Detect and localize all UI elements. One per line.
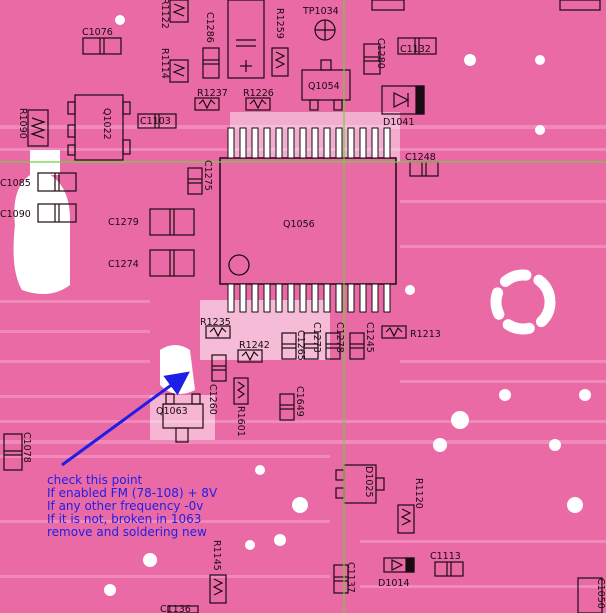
ic-pin [275, 283, 283, 313]
ic-pin [263, 127, 271, 159]
annotation-line-1: check this point [47, 473, 143, 487]
label-c1076: C1076 [82, 27, 113, 38]
label-c1085: C1085 [0, 178, 31, 189]
label-c1275: C1275 [202, 160, 213, 191]
label-r1145: R1145 [211, 540, 222, 571]
label-r1601: R1601 [235, 406, 246, 437]
ic-q1056 [219, 127, 397, 313]
label-c1280: C1280 [375, 38, 386, 69]
ic-pin [227, 283, 235, 313]
label-c1248: C1248 [405, 152, 436, 163]
label-d1025: D1025 [363, 466, 374, 498]
label-r1120: R1120 [413, 478, 424, 509]
annotation-note: check this point If enabled FM (78-108) … [47, 473, 218, 539]
ic-pin [359, 127, 367, 159]
ic-pin [359, 283, 367, 313]
label-c1113: C1113 [430, 551, 461, 562]
label-r1235: R1235 [200, 317, 231, 328]
annotation-line-5: remove and soldering new [47, 525, 207, 539]
label-d1041: D1041 [383, 117, 415, 128]
label-c1274: C1274 [108, 259, 139, 270]
ic-pin [251, 127, 259, 159]
label-c1245: C1245 [364, 322, 375, 353]
label-r1242: R1242 [239, 340, 270, 351]
label-c1273: C1273 [311, 322, 322, 353]
label-r1090: R1090 [17, 108, 28, 139]
ic-pin [323, 127, 331, 159]
label-r1122: R1122 [159, 0, 170, 29]
label-c1649: C1649 [294, 386, 305, 417]
ic-pin [227, 127, 235, 159]
ic-pin [383, 283, 391, 313]
ic-pin [251, 283, 259, 313]
annotation-arrow [61, 371, 190, 467]
label-q1056: Q1056 [283, 219, 315, 230]
label-r1213: R1213 [410, 329, 441, 340]
label-c1265: C1265 [295, 330, 306, 361]
ic-pin [371, 127, 379, 159]
component-outlines [3, 0, 603, 613]
label-c1279: C1279 [108, 217, 139, 228]
ic-pin [263, 283, 271, 313]
ic-pin [311, 283, 319, 313]
ic-pin [239, 283, 247, 313]
ic-pin [299, 127, 307, 159]
annotation-line-4: If it is not, broken in 1063 [47, 512, 201, 526]
label-c1260: C1260 [207, 384, 218, 415]
label-q1054: Q1054 [308, 81, 340, 92]
ic-pin [275, 127, 283, 159]
ic-pin [335, 283, 343, 313]
ic-pin [311, 127, 319, 159]
ic-pin [287, 283, 295, 313]
label-c1050: C1050 [595, 578, 606, 609]
label-c1090: C1090 [0, 209, 31, 220]
ic-pin [323, 283, 331, 313]
label-c1103: C1103 [140, 116, 171, 127]
label-q1022: Q1022 [101, 108, 112, 140]
label-d1014: D1014 [378, 578, 410, 589]
label-r1237: R1237 [197, 88, 228, 99]
label-c1286: C1286 [204, 12, 215, 43]
label-c1137: C1137 [345, 562, 356, 593]
ic-pin [287, 127, 295, 159]
label-tp1034: TP1034 [302, 6, 339, 17]
ic-pin [335, 127, 343, 159]
annotation-line-2: If enabled FM (78-108) + 8V [47, 486, 218, 500]
label-c1078: C1078 [21, 432, 32, 463]
ic-pin [371, 283, 379, 313]
annotation-line-3: If any other frequency -0v [47, 499, 203, 513]
label-q1063: Q1063 [156, 406, 188, 417]
ic-pin [239, 127, 247, 159]
label-r1259: R1259 [274, 8, 285, 39]
ic-pin [347, 127, 355, 159]
ic-pin [299, 283, 307, 313]
label-r1114: R1114 [159, 48, 170, 79]
label-r1226: R1226 [243, 88, 274, 99]
mounting-hole [490, 269, 556, 335]
label-c1136: C1136 [160, 604, 191, 613]
label-c1132: C1132 [400, 44, 431, 55]
ic-pin [383, 127, 391, 159]
ic-pin [347, 283, 355, 313]
label-c1278: C1278 [334, 322, 345, 353]
